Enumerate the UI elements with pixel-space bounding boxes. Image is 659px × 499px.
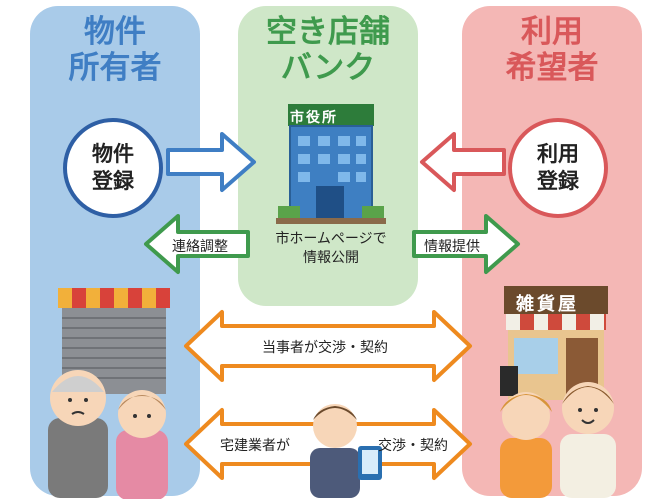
register-arrow-left bbox=[166, 132, 256, 192]
broker-right-label: 交渉・契約 bbox=[378, 438, 448, 454]
user-heading-line1: 利用 bbox=[521, 14, 583, 50]
user-heading-line2: 希望者 bbox=[505, 50, 599, 86]
user-registration-line1: 利用 bbox=[537, 142, 579, 166]
young-couple-icon bbox=[500, 382, 616, 498]
city-hall-caption: 市ホームページで 情報公開 bbox=[268, 230, 394, 268]
bank-heading: 空き店舗 バンク bbox=[238, 14, 418, 86]
user-heading: 利用 希望者 bbox=[462, 14, 642, 86]
city-hall-icon bbox=[276, 104, 386, 224]
bank-heading-line2: バンク bbox=[280, 50, 376, 86]
register-arrow-right bbox=[420, 132, 506, 192]
info-arrow bbox=[412, 214, 520, 274]
direct-negotiation-arrow bbox=[184, 310, 472, 382]
property-registration-circle: 物件 登録 bbox=[63, 118, 163, 218]
elderly-couple-icon bbox=[48, 370, 168, 499]
owner-heading: 物件 所有者 bbox=[30, 14, 200, 86]
contact-adjust-label: 連絡調整 bbox=[172, 239, 228, 255]
property-registration-line2: 登録 bbox=[92, 169, 134, 193]
user-registration-line2: 登録 bbox=[537, 169, 579, 193]
city-hall-caption-line2: 情報公開 bbox=[303, 250, 359, 266]
direct-negotiation-label: 当事者が交渉・契約 bbox=[262, 340, 388, 356]
owner-heading-line1: 物件 bbox=[84, 14, 146, 50]
contact-arrow bbox=[144, 214, 250, 274]
broker-left-label: 宅建業者が bbox=[220, 438, 290, 454]
city-hall-sign: 市役所 bbox=[290, 110, 338, 126]
info-provide-label: 情報提供 bbox=[424, 239, 480, 255]
user-registration-circle: 利用 登録 bbox=[508, 118, 608, 218]
city-hall-caption-line1: 市ホームページで bbox=[275, 231, 387, 247]
property-registration-line1: 物件 bbox=[92, 142, 134, 166]
bank-heading-line1: 空き店舗 bbox=[266, 14, 390, 50]
realtor-icon bbox=[310, 404, 382, 498]
variety-store-sign: 雑貨屋 bbox=[516, 294, 579, 315]
owner-heading-line2: 所有者 bbox=[68, 50, 162, 86]
